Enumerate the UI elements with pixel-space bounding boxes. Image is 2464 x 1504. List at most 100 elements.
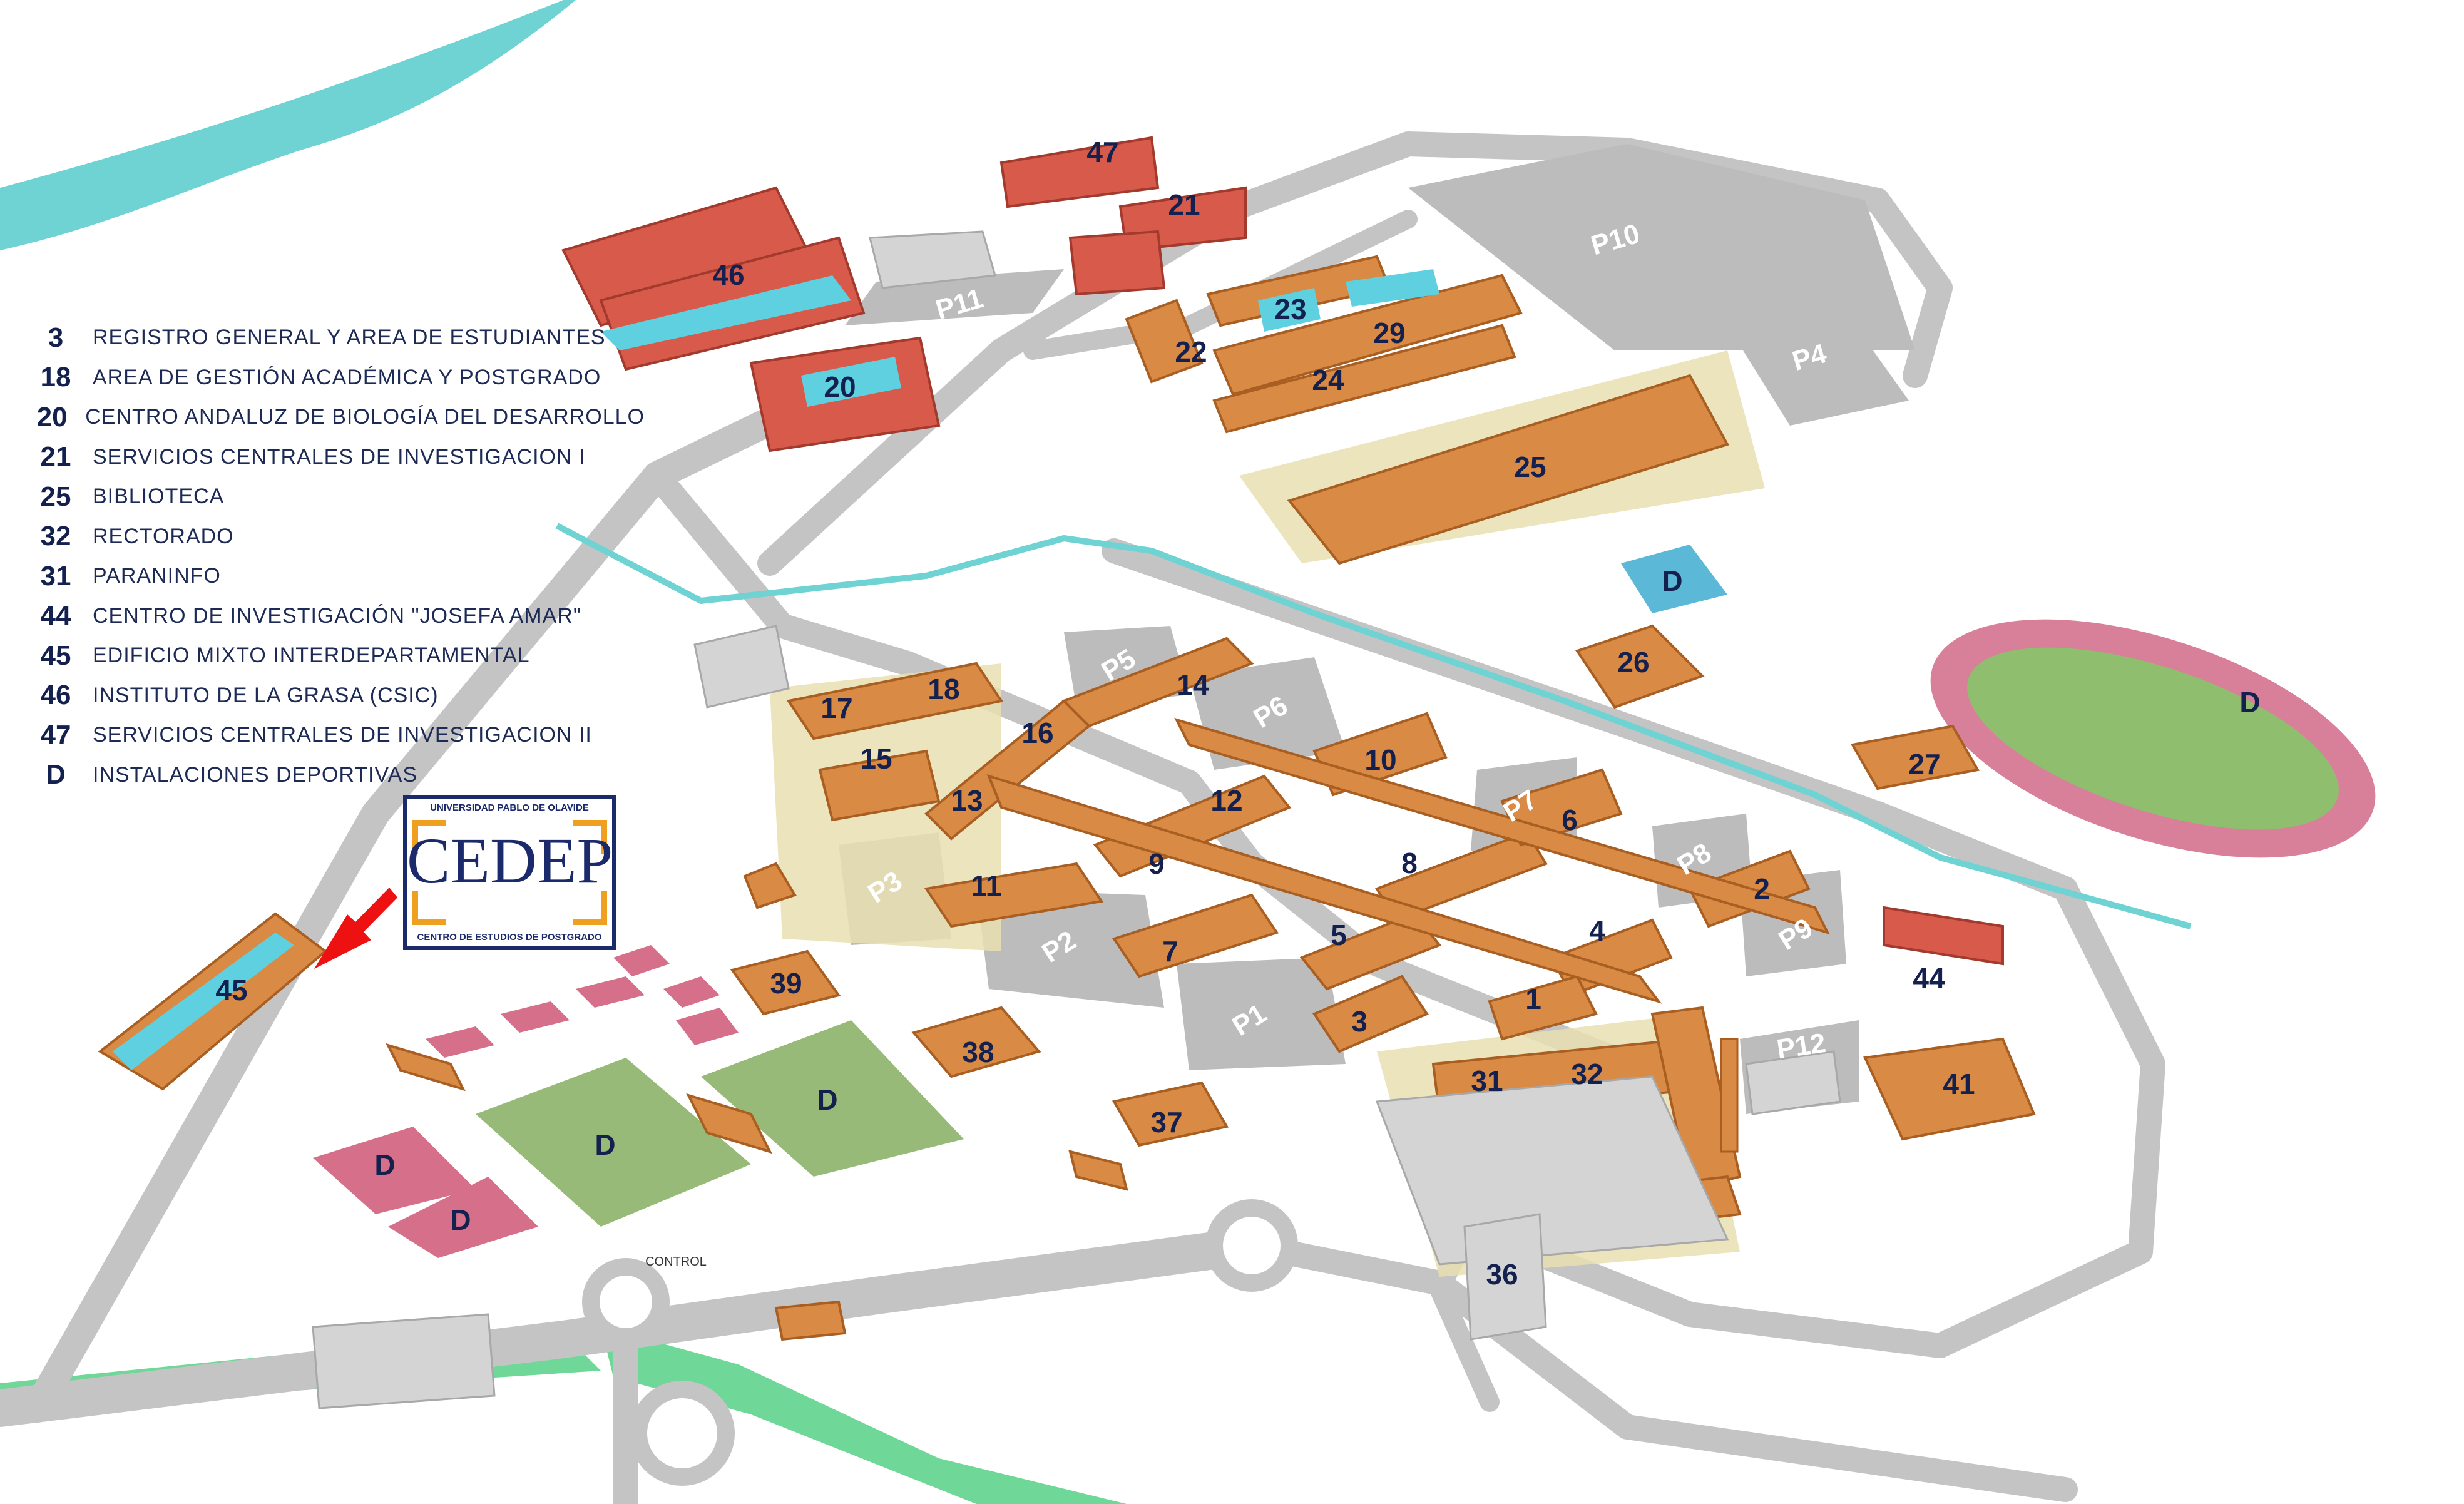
legend-code: 44 [40,600,71,632]
logo-corner [412,891,446,925]
legend-text: SERVICIOS CENTRALES DE INVESTIGACION II [93,723,592,747]
sports-d-blue [1621,545,1727,613]
parking-p2 [976,889,1164,1008]
roundabout-south [630,1381,735,1486]
building-label: 9 [1148,847,1165,880]
building-label: 24 [1312,364,1344,396]
legend-code: 31 [40,560,71,591]
river [0,0,576,250]
sports-labels: D D D D D D [374,565,2260,1236]
legend-code: 18 [40,362,71,393]
building-label: 22 [1175,335,1207,368]
building-label: 23 [1274,293,1306,325]
legend-code: D [46,759,66,790]
building-label: 17 [820,692,852,724]
logo-mark: CEDEP [407,825,613,897]
building-label: 1 [1525,983,1541,1015]
sports-label: D [450,1204,471,1236]
legend-text: PARANINFO [93,564,221,588]
legend-text: EDIFICIO MIXTO INTERDEPARTAMENTAL [93,643,530,668]
building-label: 25 [1514,451,1546,483]
canal [555,523,2192,929]
field-2 [701,1020,964,1177]
building-label: 21 [1168,188,1200,221]
building-label: 15 [860,742,892,775]
roundabout-control [582,1258,670,1346]
building-label: 2 [1754,872,1770,905]
legend-text: CENTRO ANDALUZ DE BIOLOGÍA DEL DESARROLL… [85,405,645,429]
building-label: 7 [1162,935,1178,968]
building-label: 32 [1571,1058,1603,1090]
building-label: 6 [1562,804,1578,836]
building-label: 26 [1617,646,1649,678]
building-label: 31 [1471,1065,1503,1097]
legend-code: 25 [40,481,71,512]
building-label: 16 [1021,717,1053,749]
sports-label: D [595,1128,615,1161]
logo-center-text: CENTRO DE ESTUDIOS DE POSTGRADO [417,932,602,943]
building-label: 14 [1177,668,1209,701]
legend-code: 20 [36,401,68,432]
legend-row: 20 CENTRO ANDALUZ DE BIOLOGÍA DEL DESARRO… [19,397,645,437]
legend-text: INSTALACIONES DEPORTIVAS [93,762,418,787]
legend-text: AREA DE GESTIÓN ACADÉMICA Y POSTGRADO [93,365,601,389]
legend-text: BIBLIOTECA [93,484,225,509]
parking-label: P12 [1775,1028,1828,1065]
legend-code: 32 [40,521,71,552]
legend-text: RECTORADO [93,524,234,548]
court-1 [313,1127,476,1214]
logo-university-text: UNIVERSIDAD PABLO DE OLAVIDE [430,802,589,813]
legend-row: D INSTALACIONES DEPORTIVAS [19,755,645,795]
building-label: 5 [1331,919,1347,951]
sports-label: D [817,1083,837,1116]
building-label: 46 [712,258,744,291]
building-label: 38 [962,1036,994,1068]
building-label: 18 [928,673,959,705]
tower [1720,1038,1739,1153]
building-glass [113,269,1439,1070]
building-label: 20 [824,371,856,403]
small-courts [426,945,739,1058]
building-label: 11 [971,869,1002,902]
location-arrow [314,888,397,969]
grey-buildings [312,230,1841,1409]
sports-label: D [1662,565,1682,597]
building-label: 3 [1351,1005,1367,1038]
legend-code: 45 [40,640,71,671]
building-label: 10 [1364,744,1396,776]
legend-text: REGISTRO GENERAL Y AREA DE ESTUDIANTES [93,325,606,350]
logo-corner [412,820,446,854]
legend-code: 46 [40,680,71,711]
building-label: 4 [1589,914,1605,947]
legend-row: 31 PARANINFO [19,556,645,596]
building-label: 12 [1210,784,1242,817]
building-label: 47 [1086,136,1118,168]
legend-code: 3 [48,322,64,353]
sports-label: D [374,1148,395,1181]
legend-row: 25 BIBLIOTECA [19,477,645,517]
field-1 [476,1058,751,1227]
sports-label: D [2239,686,2260,719]
athletics-track [1930,619,2376,858]
parking-p10 [1408,144,1915,350]
legend-row: 3 REGISTRO GENERAL Y AREA DE ESTUDIANTES [19,318,645,358]
logo-corner [573,891,607,925]
parking-p4 [1727,313,1909,426]
building-label: 13 [951,784,983,817]
roundabout-east [1205,1199,1298,1292]
building-label: 44 [1913,962,1945,995]
legend-row: 18 AREA DE GESTIÓN ACADÉMICA Y POSTGRADO [19,358,645,398]
building-label: 8 [1401,847,1418,879]
logo-corner [573,820,607,854]
building-label: 45 [215,974,247,1006]
building-label: 41 [1943,1068,1975,1100]
control-label: CONTROL [645,1255,707,1269]
building-label: 39 [770,967,802,1000]
court-2 [388,1177,538,1258]
